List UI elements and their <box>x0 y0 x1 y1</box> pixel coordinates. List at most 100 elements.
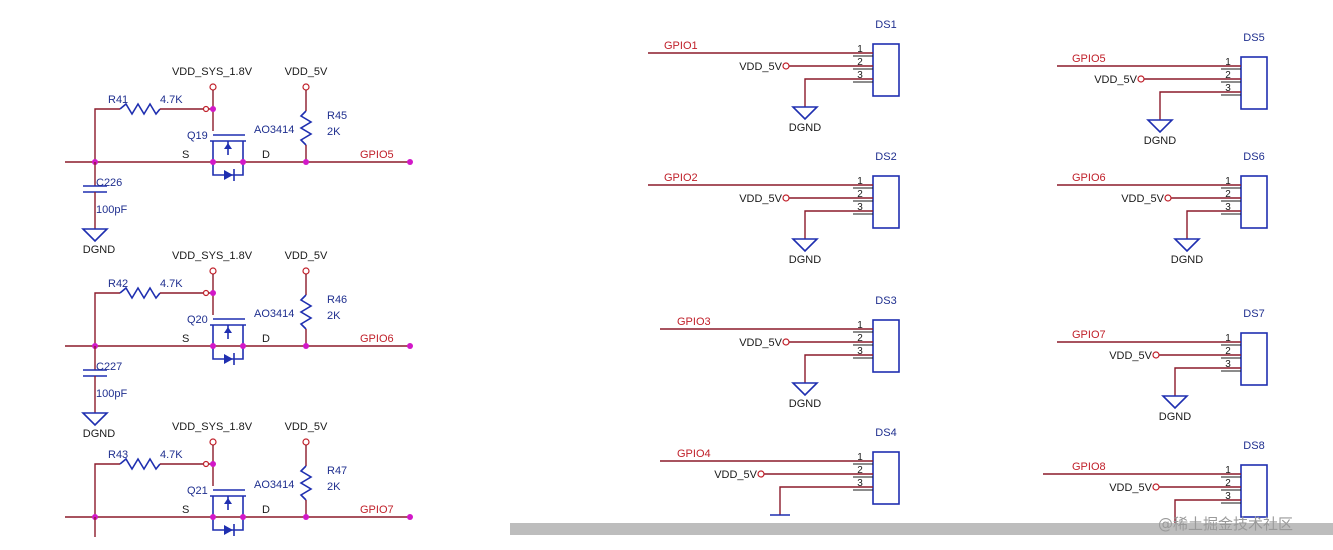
ground-symbol <box>1146 119 1174 134</box>
resistor-symbol <box>119 102 161 116</box>
resistor-symbol <box>119 286 161 300</box>
mosfet-arrow <box>224 143 232 149</box>
power-pin <box>1152 351 1160 359</box>
pin-number: 2 <box>857 57 863 68</box>
gate-pin <box>202 460 210 468</box>
mosfet-arrow <box>224 498 232 504</box>
connector-ref: DS3 <box>875 295 896 307</box>
supply-label-5v: VDD_5V <box>285 250 328 262</box>
pullup-resistor <box>299 294 313 330</box>
resistor-symbol <box>119 457 161 471</box>
pullup-value: 2K <box>327 126 341 138</box>
connector-pin-wire <box>1159 91 1241 120</box>
resistor-ref: R43 <box>108 449 128 461</box>
pullup-ref: R45 <box>327 110 347 122</box>
junction-dot <box>210 106 216 112</box>
resistor-value: 4.7K <box>160 278 183 290</box>
connector-pin-wire <box>804 78 873 107</box>
body-diode <box>224 354 233 364</box>
transistor-ref: Q21 <box>187 485 208 497</box>
connector-pin-wire <box>1174 367 1241 396</box>
net-label-gpio: GPIO6 <box>1072 172 1106 184</box>
pin-number: 3 <box>1225 491 1231 502</box>
junction-dot <box>240 343 246 349</box>
drain-label: D <box>262 504 270 516</box>
pullup-ref: R47 <box>327 465 347 477</box>
bottom-scrollbar[interactable] <box>510 523 1333 535</box>
power-pin <box>757 470 765 478</box>
ground-symbol <box>81 228 109 243</box>
connector-ref: DS5 <box>1243 32 1264 44</box>
ground-label: DGND <box>789 254 821 266</box>
connector-body <box>872 319 900 373</box>
connector-body <box>1240 332 1268 386</box>
pin-number: 2 <box>1225 189 1231 200</box>
net-label-gpio: GPIO6 <box>360 333 394 345</box>
junction-dot <box>210 159 216 165</box>
power-pin <box>209 83 217 91</box>
pin-number: 3 <box>1225 202 1231 213</box>
ground-label: DGND <box>789 398 821 410</box>
body-diode <box>224 170 233 180</box>
power-label: VDD_5V <box>1121 193 1164 205</box>
supply-label-1v8: VDD_SYS_1.8V <box>172 421 253 433</box>
net-label-gpio: GPIO8 <box>1072 461 1106 473</box>
pullup-resistor <box>299 465 313 501</box>
junction-dot <box>210 461 216 467</box>
pin-number: 3 <box>1225 359 1231 370</box>
power-pin <box>302 438 310 446</box>
pin-number: 3 <box>857 70 863 81</box>
ground-label: DGND <box>1171 254 1203 266</box>
power-label: VDD_5V <box>714 469 757 481</box>
ground-label: DGND <box>83 244 115 256</box>
power-pin <box>1137 75 1145 83</box>
body-diode <box>224 525 233 535</box>
power-label: VDD_5V <box>1094 74 1137 86</box>
connector-ref: DS2 <box>875 151 896 163</box>
junction-dot <box>303 159 309 165</box>
resistor-value: 4.7K <box>160 94 183 106</box>
pin-number: 2 <box>857 465 863 476</box>
pin-number: 2 <box>1225 70 1231 81</box>
junction-dot <box>210 290 216 296</box>
power-pin <box>302 267 310 275</box>
power-label: VDD_5V <box>1109 350 1152 362</box>
connector-body <box>872 43 900 97</box>
connector-body <box>872 451 900 505</box>
net-label-gpio: GPIO2 <box>664 172 698 184</box>
supply-label-5v: VDD_5V <box>285 421 328 433</box>
connector-group: DS1123GPIO1VDD_5VDGNDDS2123GPIO2VDD_5VDG… <box>648 19 1268 529</box>
power-pin <box>782 194 790 202</box>
connector-body <box>1240 56 1268 110</box>
connector-ref: DS1 <box>875 19 896 31</box>
ground-symbol <box>1173 238 1201 253</box>
supply-label-5v: VDD_5V <box>285 66 328 78</box>
pin-number: 3 <box>857 202 863 213</box>
resistor-value: 4.7K <box>160 449 183 461</box>
connector-ref: DS7 <box>1243 308 1264 320</box>
pin-number: 1 <box>1225 333 1231 344</box>
ground-label: DGND <box>789 122 821 134</box>
junction-dot <box>407 159 413 165</box>
connector-pin-wire <box>779 486 873 515</box>
junction-dot <box>303 514 309 520</box>
pullup-ref: R46 <box>327 294 347 306</box>
connector-body <box>1240 464 1268 518</box>
pin-number: 2 <box>857 333 863 344</box>
power-label: VDD_5V <box>739 61 782 73</box>
resistor-ref: R41 <box>108 94 128 106</box>
ground-label: DGND <box>1144 135 1176 147</box>
pin-number: 1 <box>1225 57 1231 68</box>
capacitor-ref: C226 <box>96 177 122 189</box>
net-label-gpio: GPIO4 <box>677 448 711 460</box>
resistor-ref: R42 <box>108 278 128 290</box>
power-label: VDD_5V <box>739 193 782 205</box>
source-label: S <box>182 149 189 161</box>
power-pin <box>1152 483 1160 491</box>
pin-number: 2 <box>1225 346 1231 357</box>
